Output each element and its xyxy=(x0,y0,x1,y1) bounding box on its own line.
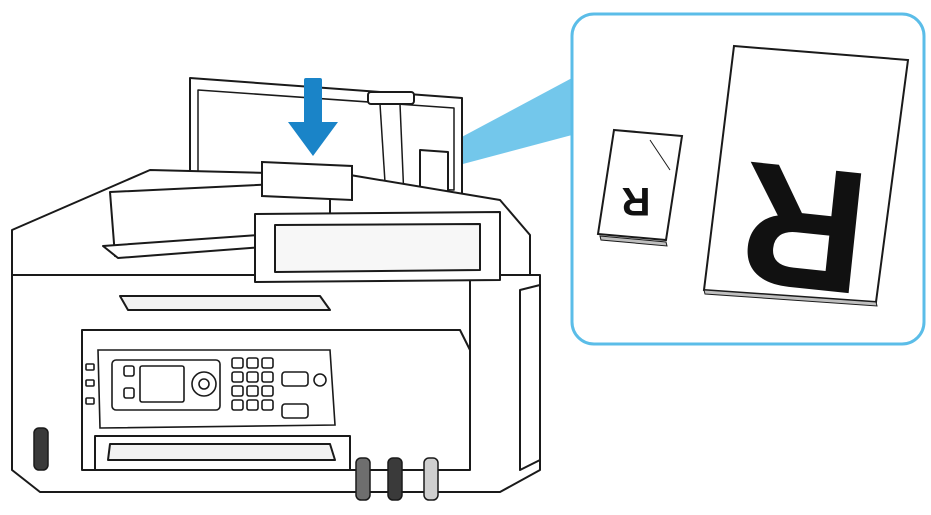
ink-tank-2 xyxy=(388,458,402,500)
ink-tank-1 xyxy=(356,458,370,500)
printer-body xyxy=(12,170,540,492)
ink-tank-black xyxy=(34,428,48,470)
large-paper-letter: R xyxy=(731,124,877,331)
ink-tank-3 xyxy=(424,458,438,500)
operation-panel xyxy=(86,350,335,428)
inserted-paper xyxy=(262,162,352,200)
large-paper: R xyxy=(704,46,908,331)
small-paper-letter: R xyxy=(621,179,650,223)
